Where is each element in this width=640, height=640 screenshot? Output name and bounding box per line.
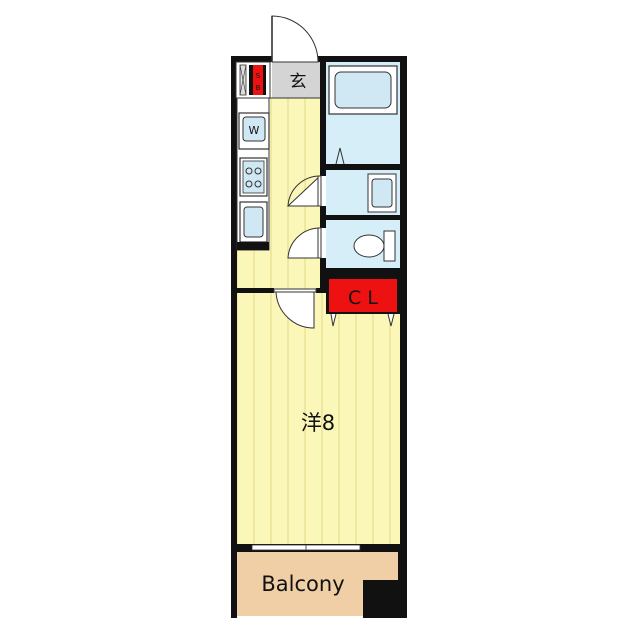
kitchen-edge — [237, 242, 269, 250]
door-swing-icon — [271, 15, 319, 63]
balcony-label: Balcony — [261, 572, 344, 596]
door-toilet — [287, 227, 322, 259]
balcony-window — [251, 544, 361, 551]
entrance-label: 玄 — [290, 72, 307, 92]
closet — [326, 274, 400, 327]
shoe-box — [235, 61, 271, 99]
door-bathroom — [335, 147, 345, 165]
shoe-box-label-b: B — [256, 84, 261, 92]
washer-icon — [242, 116, 266, 142]
bathtub-icon — [328, 65, 398, 115]
entrance-floor — [272, 62, 320, 98]
washbasin-icon — [367, 173, 397, 213]
door-washroom — [286, 175, 322, 207]
sink-icon — [239, 201, 268, 243]
door-living — [273, 288, 317, 329]
washer-label: W — [249, 124, 260, 137]
stove-icon — [239, 157, 268, 197]
living-room-floor — [236, 292, 400, 548]
toilet-icon — [353, 230, 396, 262]
shoe-box-label-s: S — [256, 72, 261, 80]
closet-label: C L — [348, 287, 378, 309]
western-room-label: 洋8 — [301, 411, 335, 435]
